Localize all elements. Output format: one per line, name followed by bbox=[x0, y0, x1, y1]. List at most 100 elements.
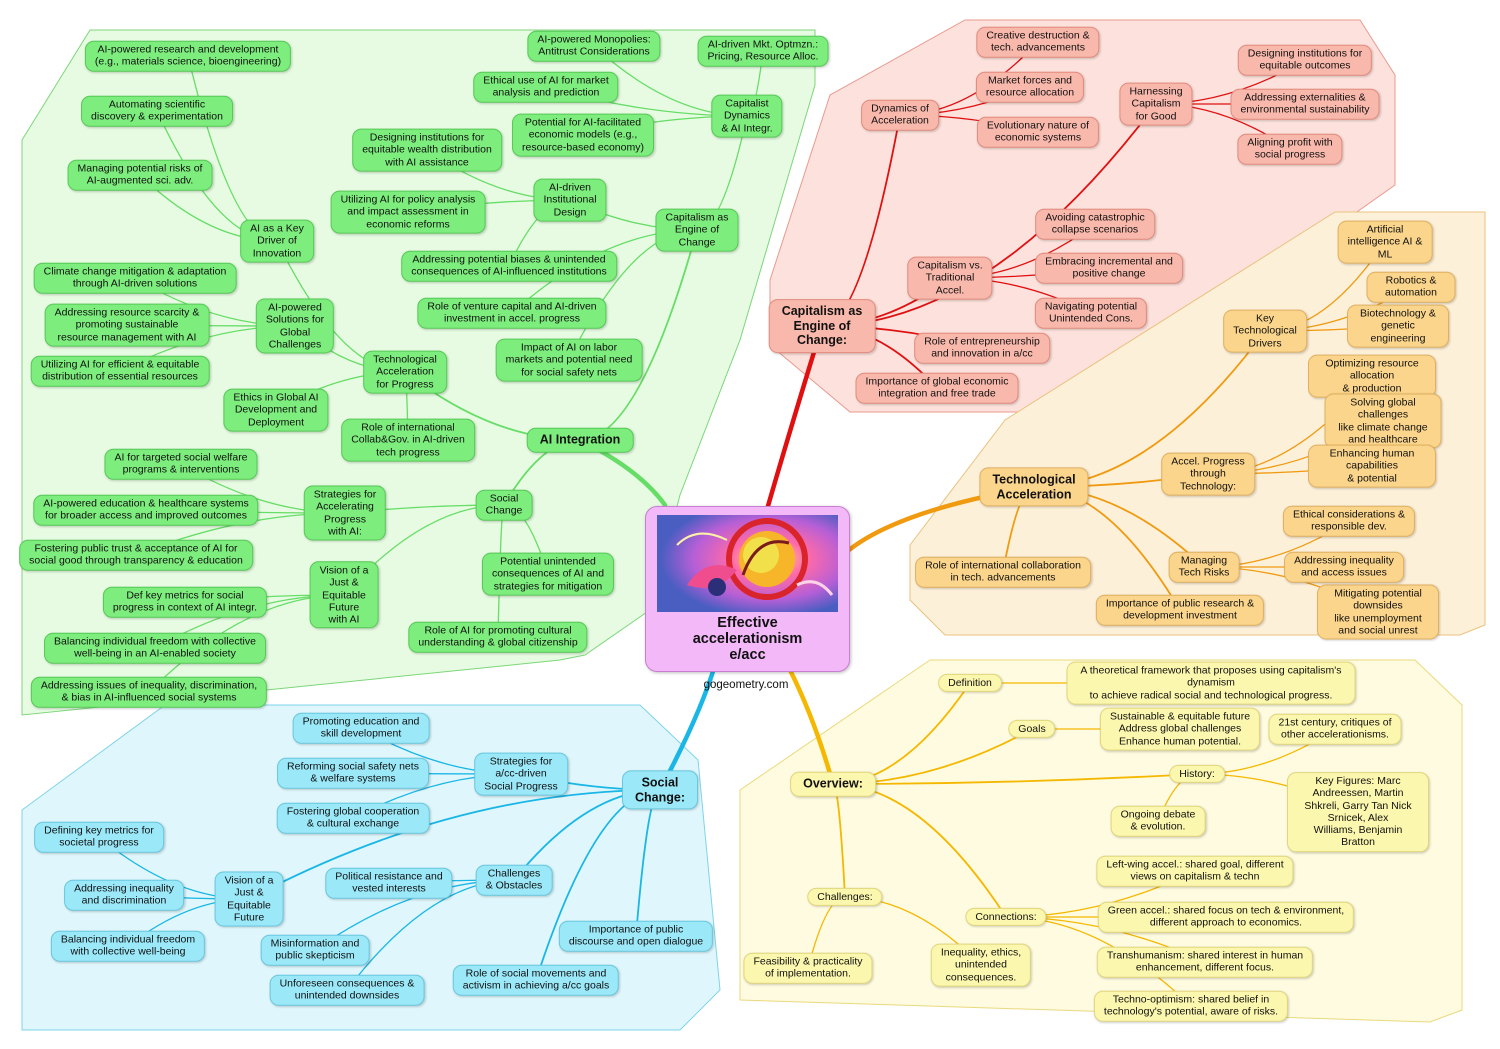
overview-node-challenges[interactable]: Challenges: bbox=[807, 887, 883, 907]
social-node-metrics[interactable]: Defining key metrics for societal progre… bbox=[34, 821, 164, 853]
capitalism-node-root[interactable]: Capitalism as Engine of Change: bbox=[768, 299, 876, 353]
ai-integration-node-ethical-use[interactable]: Ethical use of AI for market analysis an… bbox=[473, 71, 619, 103]
ai-integration-node-cap-dynamics[interactable]: Capitalist Dynamics & AI Integr. bbox=[711, 94, 783, 138]
overview-node-ethics[interactable]: Inequality, ethics, unintended consequen… bbox=[930, 943, 1032, 987]
capitalism-node-externalities[interactable]: Addressing externalities & environmental… bbox=[1230, 88, 1380, 120]
capitalism-node-global-integration[interactable]: Importance of global economic integratio… bbox=[855, 372, 1019, 404]
ai-integration-node-climate[interactable]: Climate change mitigation & adaptation t… bbox=[33, 262, 237, 294]
social-node-challenges[interactable]: Challenges & Obstacles bbox=[475, 864, 553, 896]
ai-integration-node-vision[interactable]: Vision of a Just & Equitable Future with… bbox=[309, 561, 379, 629]
overview-node-root[interactable]: Overview: bbox=[790, 771, 876, 797]
capitalism-node-aligning[interactable]: Aligning profit with social progress bbox=[1237, 133, 1343, 165]
ai-integration-node-ethics[interactable]: Ethics in Global AI Development and Depl… bbox=[223, 388, 329, 432]
ai-integration-node-biases[interactable]: Addressing potential biases & unintended… bbox=[401, 250, 617, 282]
social-node-discourse[interactable]: Importance of public discourse and open … bbox=[558, 920, 714, 952]
ai-integration-node-social-change[interactable]: Social Change bbox=[475, 489, 533, 521]
ai-integration-node-education[interactable]: AI-powered education & healthcare system… bbox=[33, 494, 259, 526]
capitalism-node-vs-traditional[interactable]: Capitalism vs. Traditional Accel. bbox=[907, 256, 993, 300]
overview-node-feasibility[interactable]: Feasibility & practicality of implementa… bbox=[743, 952, 873, 984]
ai-integration-node-research[interactable]: AI-powered research and development (e.g… bbox=[84, 40, 292, 72]
ai-integration-node-targeted[interactable]: AI for targeted social welfare programs … bbox=[104, 448, 258, 480]
overview-node-key-figures[interactable]: Key Figures: Marc Andreessen, Martin Shk… bbox=[1287, 772, 1429, 852]
social-node-vision[interactable]: Vision of a Just & Equitable Future bbox=[214, 871, 284, 927]
social-node-strategies[interactable]: Strategies for a/cc-driven Social Progre… bbox=[474, 752, 568, 796]
social-node-resistance[interactable]: Political resistance and vested interest… bbox=[325, 867, 453, 899]
capitalism-node-avoiding[interactable]: Avoiding catastrophic collapse scenarios bbox=[1035, 208, 1155, 240]
technological-node-root[interactable]: Technological Acceleration bbox=[979, 467, 1089, 507]
ai-integration-node-trust[interactable]: Fostering public trust & acceptance of A… bbox=[19, 539, 253, 571]
overview-node-century[interactable]: 21st century, critiques of other acceler… bbox=[1268, 713, 1402, 745]
capitalism-node-evolutionary[interactable]: Evolutionary nature of economic systems bbox=[976, 116, 1100, 148]
central-topic-title: Effective accelerationism e/acc bbox=[692, 615, 803, 664]
technological-node-biotech[interactable]: Biotechnology & genetic engineering bbox=[1347, 304, 1449, 348]
technological-node-inequality[interactable]: Addressing inequality and access issues bbox=[1284, 551, 1404, 583]
ai-integration-node-policy[interactable]: Utilizing AI for policy analysis and imp… bbox=[330, 190, 486, 234]
overview-node-history[interactable]: History: bbox=[1169, 764, 1225, 784]
ai-integration-node-scarcity[interactable]: Addressing resource scarcity & promoting… bbox=[44, 303, 210, 347]
ai-integration-node-monopolies[interactable]: AI-powered Monopolies: Antitrust Conside… bbox=[527, 30, 661, 62]
capitalism-node-designing[interactable]: Designing institutions for equitable out… bbox=[1237, 44, 1373, 76]
social-node-cooperation[interactable]: Fostering global cooperation & cultural … bbox=[276, 802, 430, 834]
overview-node-definition-text[interactable]: A theoretical framework that proposes us… bbox=[1066, 661, 1356, 705]
technological-node-ethical[interactable]: Ethical considerations & responsible dev… bbox=[1282, 505, 1416, 537]
overview-node-green[interactable]: Green accel.: shared focus on tech & env… bbox=[1097, 901, 1355, 933]
technological-node-enhancing[interactable]: Enhancing human capabilities & potential bbox=[1308, 444, 1436, 488]
technological-node-accel-progress[interactable]: Accel. Progress through Technology: bbox=[1161, 452, 1255, 496]
overview-node-left-wing[interactable]: Left-wing accel.: shared goal, different… bbox=[1096, 855, 1294, 887]
ai-integration-node-labor[interactable]: Impact of AI on labor markets and potent… bbox=[495, 338, 643, 382]
ai-integration-node-mkt-optm[interactable]: AI-driven Mkt. Optmzn.: Pricing, Resourc… bbox=[697, 35, 829, 67]
ai-integration-node-global-solutions[interactable]: AI-powered Solutions for Global Challeng… bbox=[255, 298, 335, 354]
ai-integration-node-root[interactable]: AI Integration bbox=[526, 427, 634, 453]
ai-integration-node-tech-accel[interactable]: Technological Acceleration for Progress bbox=[363, 350, 447, 394]
ai-integration-node-collab[interactable]: Role of international Collab&Gov. in AI-… bbox=[341, 418, 475, 462]
capitalism-node-navigating[interactable]: Navigating potential Unintended Cons. bbox=[1034, 297, 1148, 329]
ai-integration-node-inequality[interactable]: Addressing issues of inequality, discrim… bbox=[30, 676, 268, 708]
technological-node-public-research[interactable]: Importance of public research & developm… bbox=[1095, 594, 1265, 626]
social-node-safety-nets[interactable]: Reforming social safety nets & welfare s… bbox=[277, 757, 429, 789]
ai-integration-node-strategies[interactable]: Strategies for Accelerating Progress wit… bbox=[303, 485, 387, 541]
overview-node-goals[interactable]: Goals bbox=[1008, 719, 1056, 739]
ai-integration-node-venture[interactable]: Role of venture capital and AI-driven in… bbox=[417, 297, 607, 329]
ai-integration-node-balancing[interactable]: Balancing individual freedom with collec… bbox=[44, 632, 266, 664]
overview-node-techno-optimism[interactable]: Techno-optimism: shared belief in techno… bbox=[1093, 990, 1289, 1022]
overview-node-connections[interactable]: Connections: bbox=[965, 907, 1047, 927]
social-node-education[interactable]: Promoting education and skill developmen… bbox=[292, 712, 430, 744]
ai-integration-node-economic-models[interactable]: Potential for AI-facilitated economic mo… bbox=[512, 113, 654, 157]
social-node-unforeseen[interactable]: Unforeseen consequences & unintended dow… bbox=[269, 974, 425, 1006]
technological-node-key-drivers[interactable]: Key Technological Drivers bbox=[1223, 309, 1307, 353]
ai-integration-node-designing-inst[interactable]: Designing institutions for equitable wea… bbox=[352, 128, 502, 172]
social-node-inequality[interactable]: Addressing inequality and discrimination bbox=[64, 879, 184, 911]
technological-node-robotics[interactable]: Robotics & automation bbox=[1366, 271, 1456, 303]
capitalism-node-creative[interactable]: Creative destruction & tech. advancement… bbox=[976, 26, 1100, 58]
ai-integration-node-distribution[interactable]: Utilizing AI for efficient & equitable d… bbox=[30, 355, 210, 387]
capitalism-node-harnessing[interactable]: Harnessing Capitalism for Good bbox=[1119, 82, 1193, 126]
technological-node-solving[interactable]: Solving global challenges like climate c… bbox=[1324, 393, 1442, 449]
ai-integration-node-managing-risks[interactable]: Managing potential risks of AI-augmented… bbox=[67, 159, 213, 191]
capitalism-node-entrepreneurship[interactable]: Role of entrepreneurship and innovation … bbox=[914, 332, 1050, 364]
ai-integration-node-metrics[interactable]: Def key metrics for social progress in c… bbox=[102, 586, 268, 618]
capitalism-node-market-forces[interactable]: Market forces and resource allocation bbox=[975, 71, 1085, 103]
ai-integration-node-cultural[interactable]: Role of AI for promoting cultural unders… bbox=[408, 621, 588, 653]
central-topic[interactable]: Effective accelerationism e/acc bbox=[645, 506, 850, 672]
overview-node-goals-text[interactable]: Sustainable & equitable future Address g… bbox=[1099, 707, 1261, 751]
technological-node-managing[interactable]: Managing Tech Risks bbox=[1168, 551, 1240, 583]
overview-node-ongoing[interactable]: Ongoing debate & evolution. bbox=[1110, 805, 1206, 837]
capitalism-node-dynamics[interactable]: Dynamics of Acceleration bbox=[861, 99, 939, 131]
overview-main-connector bbox=[787, 667, 836, 787]
ai-integration-node-automating[interactable]: Automating scientific discovery & experi… bbox=[81, 95, 233, 127]
ai-integration-node-inst-design[interactable]: AI-driven Institutional Design bbox=[533, 178, 607, 222]
overview-node-transhumanism[interactable]: Transhumanism: shared interest in human … bbox=[1096, 946, 1314, 978]
social-node-balancing[interactable]: Balancing individual freedom with collec… bbox=[50, 930, 206, 962]
social-node-root[interactable]: Social Change: bbox=[622, 770, 698, 810]
ai-integration-node-key-driver[interactable]: AI as a Key Driver of Innovation bbox=[240, 219, 314, 263]
technological-node-mitigating[interactable]: Mitigating potential downsides like unem… bbox=[1317, 584, 1439, 640]
social-node-movements[interactable]: Role of social movements and activism in… bbox=[452, 964, 620, 996]
technological-node-optimizing[interactable]: Optimizing resource allocation & product… bbox=[1308, 354, 1436, 398]
ai-integration-node-unintended[interactable]: Potential unintended consequences of AI … bbox=[481, 552, 615, 596]
technological-node-ai-ml[interactable]: Artificial intelligence AI & ML bbox=[1337, 220, 1433, 264]
capitalism-node-embracing[interactable]: Embracing incremental and positive chang… bbox=[1035, 252, 1183, 284]
overview-node-definition[interactable]: Definition bbox=[938, 673, 1002, 693]
technological-node-intl-collab[interactable]: Role of international collaboration in t… bbox=[915, 556, 1091, 588]
ai-integration-node-engine[interactable]: Capitalism as Engine of Change bbox=[655, 208, 739, 252]
social-node-misinformation[interactable]: Misinformation and public skepticism bbox=[260, 934, 370, 966]
